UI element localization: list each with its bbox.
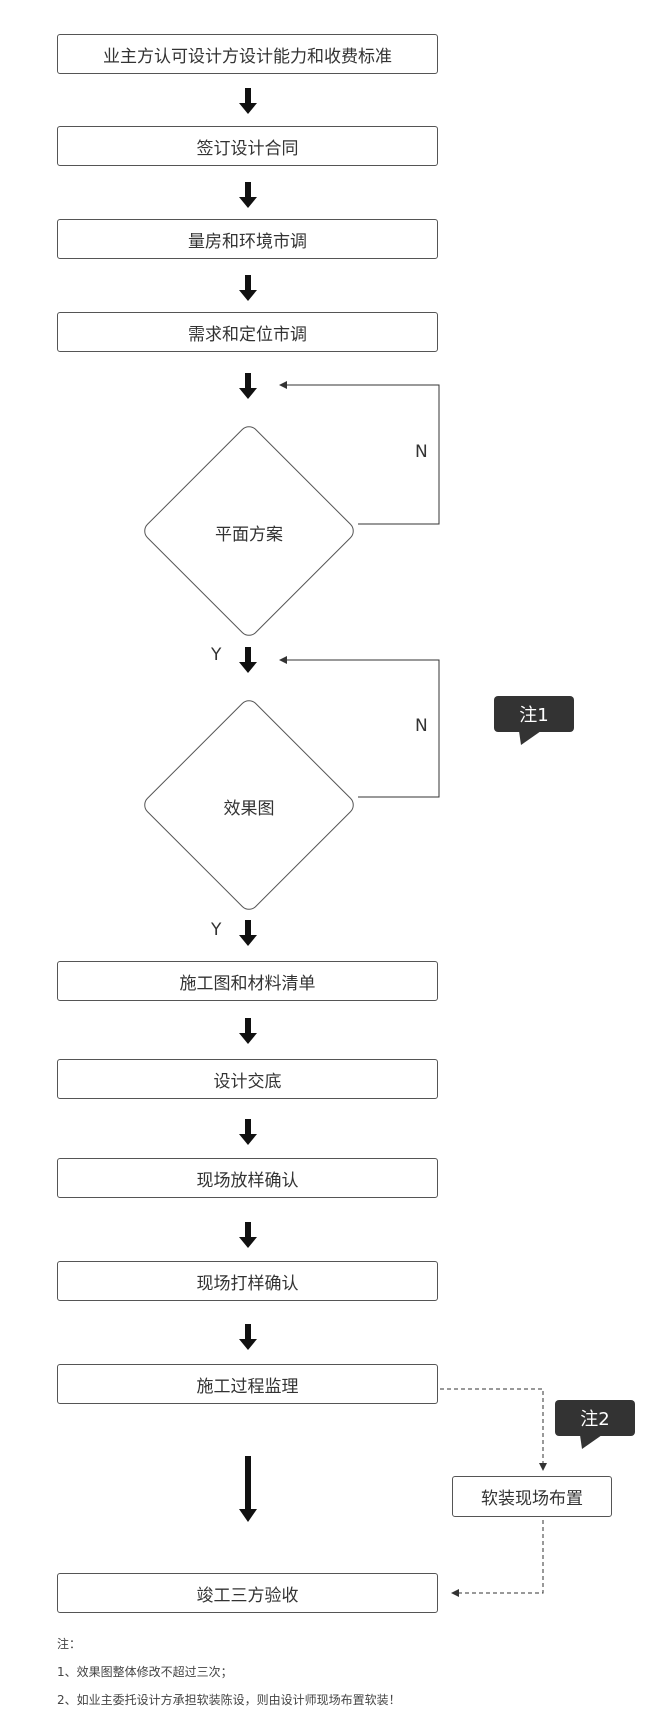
step-label-10: 竣工三方验收 bbox=[196, 1585, 299, 1606]
decision-label-render: 效果图 bbox=[223, 799, 275, 819]
yes-label-2: Y bbox=[211, 920, 222, 940]
no-label-2: N bbox=[415, 716, 428, 736]
step-label-2: 签订设计合同 bbox=[196, 138, 299, 159]
step-box-9: 施工过程监理 bbox=[57, 1364, 438, 1404]
step-label-4: 需求和定位市调 bbox=[188, 324, 307, 345]
down-arrow-icon bbox=[239, 1222, 257, 1248]
step-label-5: 施工图和材料清单 bbox=[179, 973, 316, 994]
step-label-3: 量房和环境市调 bbox=[188, 231, 307, 252]
notes-title: 注： bbox=[57, 1637, 82, 1651]
step-box-10: 竣工三方验收 bbox=[57, 1573, 438, 1613]
dashed-line-to-side bbox=[440, 1388, 547, 1471]
down-arrow-icon bbox=[239, 1018, 257, 1044]
step-box-4: 需求和定位市调 bbox=[57, 312, 438, 352]
yes-label-1: Y bbox=[211, 645, 222, 665]
down-arrow-icon bbox=[239, 275, 257, 301]
step-box-8: 现场打样确认 bbox=[57, 1261, 438, 1301]
step-label-8: 现场打样确认 bbox=[196, 1273, 299, 1294]
step-label-6: 设计交底 bbox=[213, 1071, 282, 1092]
note-1: 1、效果图整体修改不超过三次； bbox=[57, 1665, 233, 1679]
loop-line-render bbox=[279, 656, 440, 798]
step-box-2: 签订设计合同 bbox=[57, 126, 438, 166]
step-box-6: 设计交底 bbox=[57, 1059, 438, 1099]
callout-label-2: 注2 bbox=[580, 1409, 610, 1430]
step-label-1: 业主方认可设计方设计能力和收费标准 bbox=[103, 46, 392, 67]
side-step-label: 软装现场布置 bbox=[481, 1489, 583, 1509]
down-arrow-icon bbox=[239, 647, 257, 673]
down-arrow-icon bbox=[239, 1119, 257, 1145]
callout-note-2: 注2 bbox=[555, 1400, 635, 1436]
callout-tail-icon bbox=[519, 731, 541, 745]
down-arrow-icon bbox=[239, 920, 257, 946]
step-label-7: 现场放样确认 bbox=[196, 1170, 299, 1191]
dashed-line-return bbox=[451, 1520, 544, 1597]
footnotes: 注： 1、效果图整体修改不超过三次； 2、如业主委托设计方承担软装陈设，则由设计… bbox=[57, 1630, 401, 1714]
callout-note-1: 注1 bbox=[494, 696, 574, 732]
step-box-7: 现场放样确认 bbox=[57, 1158, 438, 1198]
step-box-3: 量房和环境市调 bbox=[57, 219, 438, 259]
callout-label-1: 注1 bbox=[519, 705, 549, 726]
decision-label-plan: 平面方案 bbox=[215, 525, 283, 545]
long-down-arrow-icon bbox=[239, 1456, 257, 1522]
note-2: 2、如业主委托设计方承担软装陈设，则由设计师现场布置软装！ bbox=[57, 1693, 401, 1707]
down-arrow-icon bbox=[239, 88, 257, 114]
callout-tail-icon bbox=[580, 1435, 602, 1449]
down-arrow-icon bbox=[239, 1324, 257, 1350]
step-box-1: 业主方认可设计方设计能力和收费标准 bbox=[57, 34, 438, 74]
no-label-1: N bbox=[415, 442, 428, 462]
down-arrow-icon bbox=[239, 373, 257, 399]
loop-line-plan bbox=[279, 381, 440, 525]
step-box-5: 施工图和材料清单 bbox=[57, 961, 438, 1001]
down-arrow-icon bbox=[239, 182, 257, 208]
side-step-box: 软装现场布置 bbox=[452, 1476, 612, 1517]
step-label-9: 施工过程监理 bbox=[196, 1376, 299, 1397]
